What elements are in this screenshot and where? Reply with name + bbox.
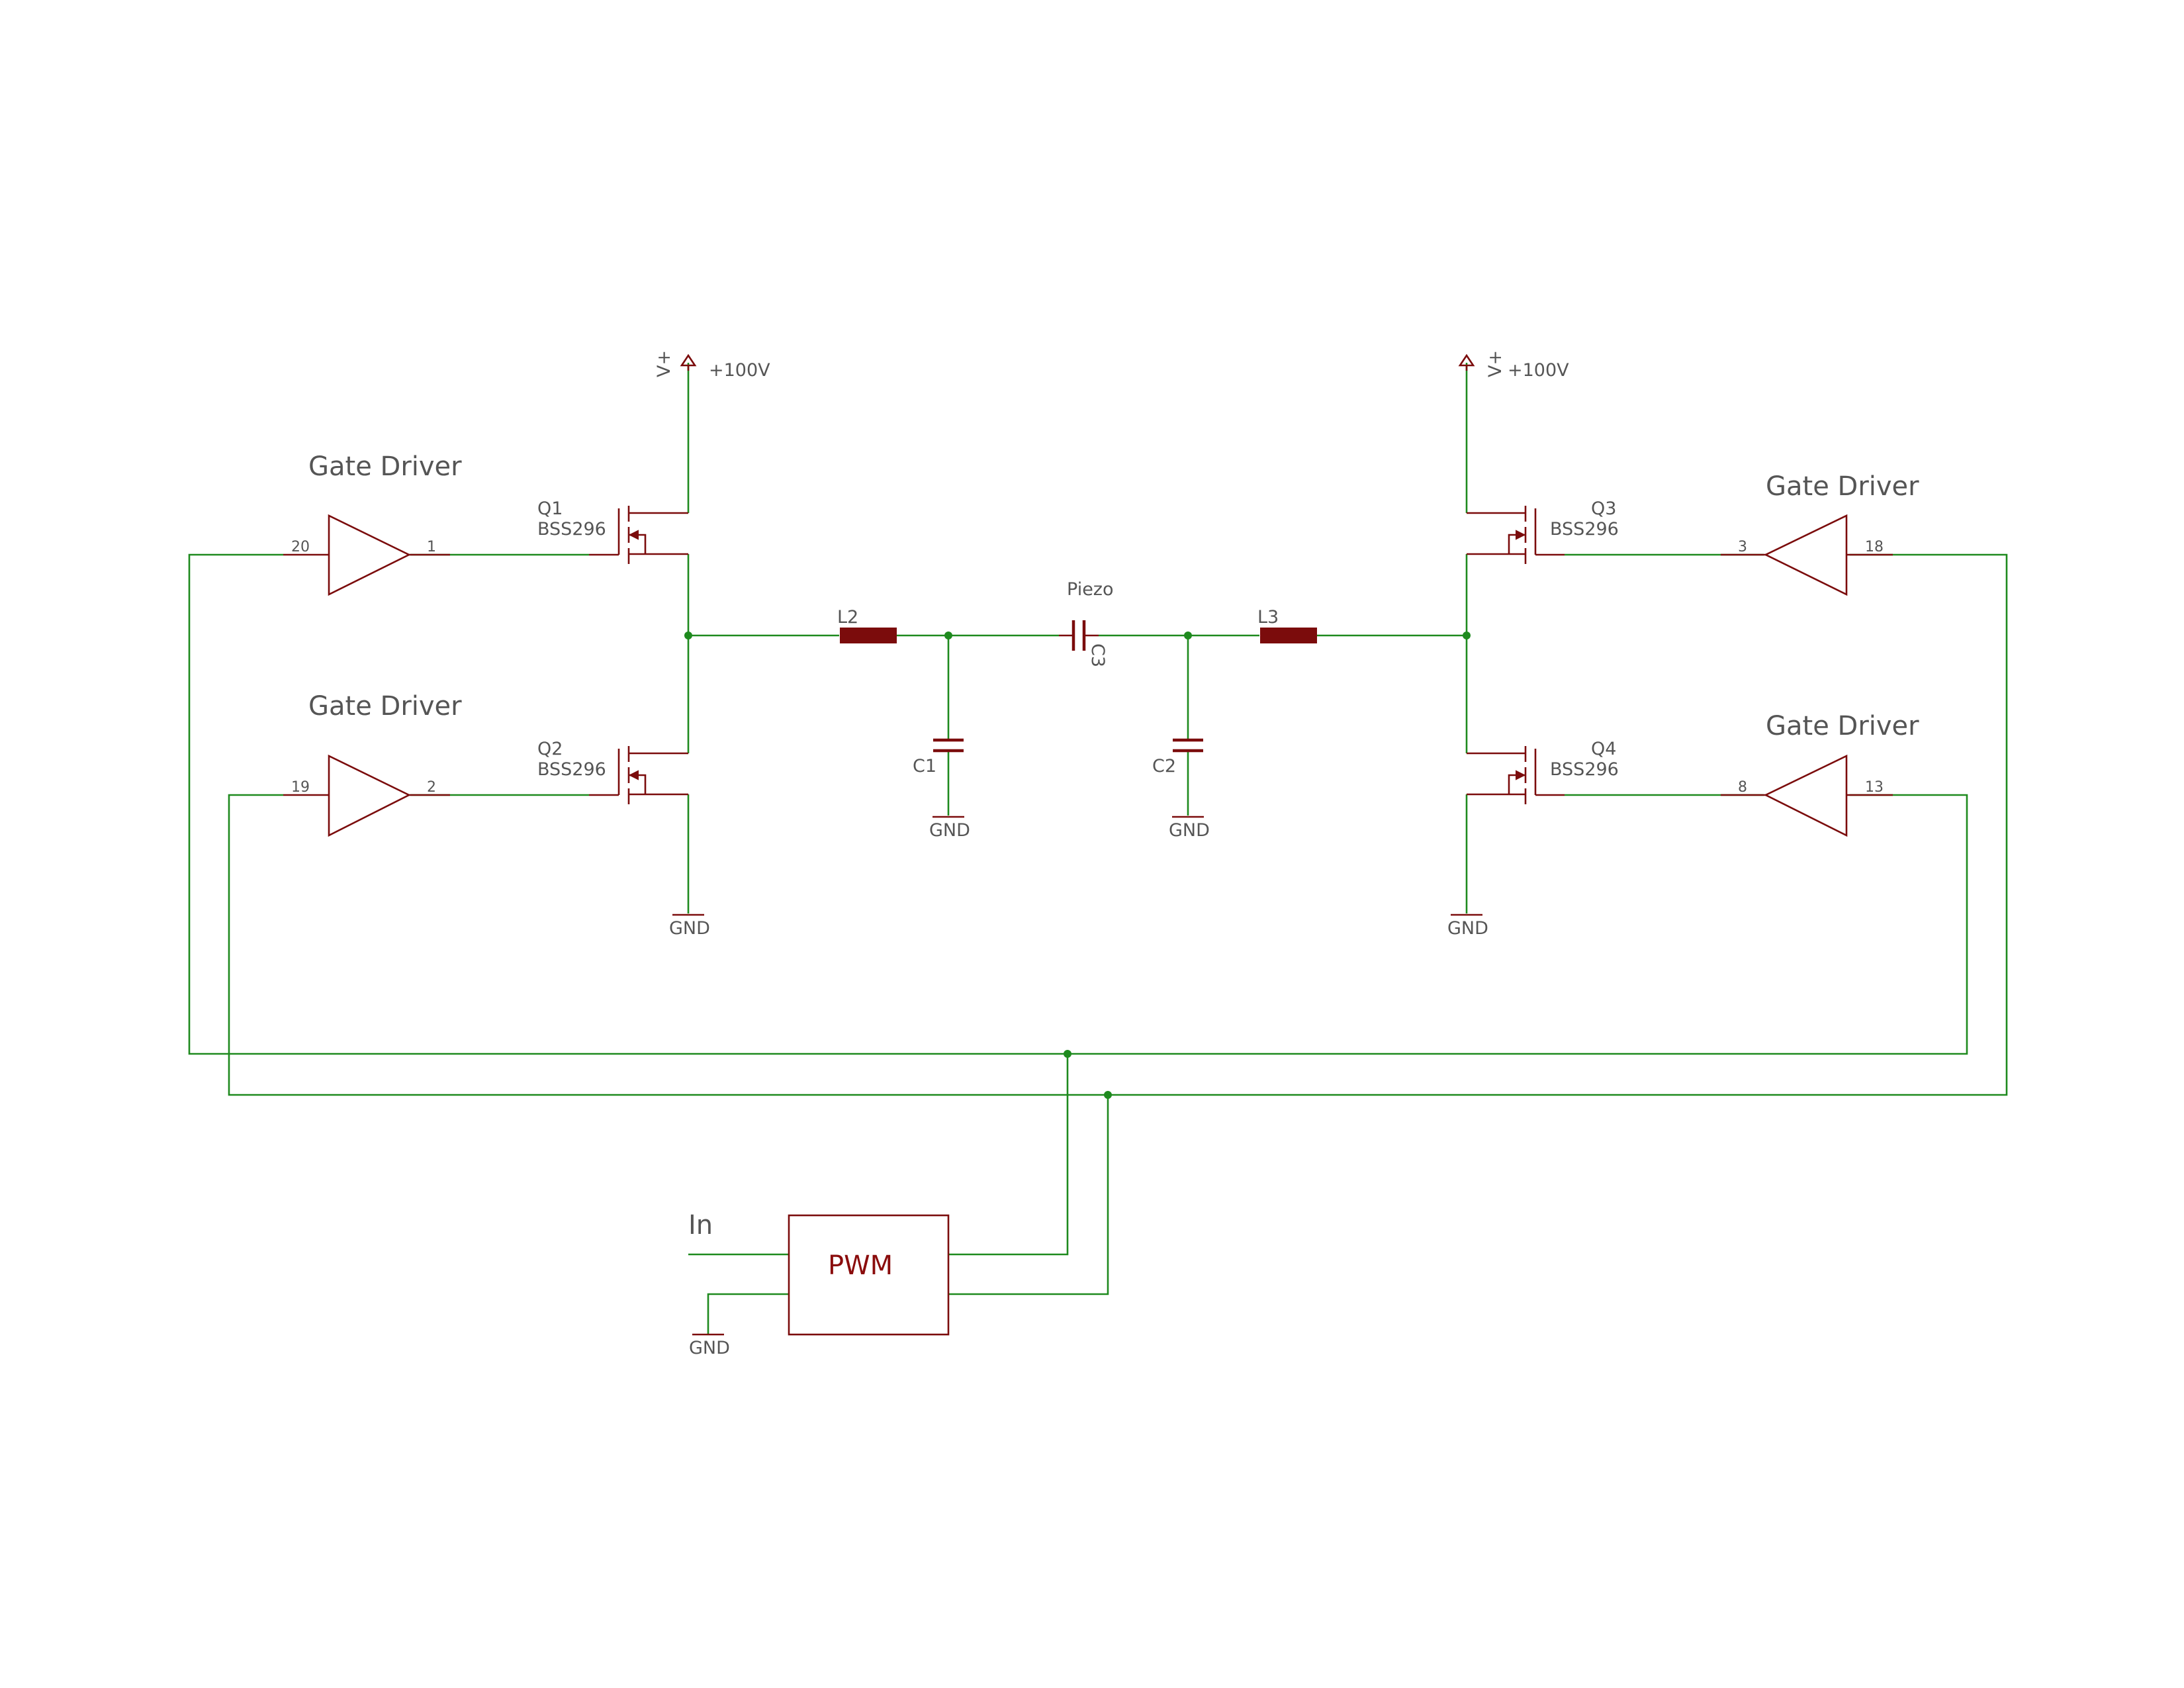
gate-driver-2-pin-out: 2 [427,779,436,796]
inductor-l2-ref: L2 [837,607,858,628]
piezo-label: Piezo [1067,579,1114,600]
buffer-triangle-icon [1764,514,1848,596]
ground-c1-label: GND [929,820,970,841]
capacitor-c2: C2 [1152,738,1203,776]
ground-pwm-label: GND [689,1338,730,1358]
inductor-l3: L3 [1257,607,1317,643]
gate-driver-3-pin-in: 18 [1865,539,1884,555]
ground-q4: GND [1447,914,1488,939]
mosfet-q2-part: BSS296 [537,759,606,780]
mosfet-q2-ref: Q2 [537,739,563,759]
supply-right-name: V+ [1485,350,1506,377]
gate-driver-1: Gate Driver 20 1 [283,451,462,596]
body-arrow-icon [1516,530,1526,540]
gate-driver-2: Gate Driver 19 2 [283,691,462,837]
wire-net-b [228,553,2008,1096]
gate-driver-1-label: Gate Driver [308,451,462,482]
mosfet-q4-ref: Q4 [1591,739,1616,759]
body-arrow-icon [628,770,639,780]
ground-pwm: GND [689,1333,730,1358]
wire-pwm-out1 [948,1054,1069,1256]
gate-driver-2-label: Gate Driver [308,691,462,722]
gate-driver-1-pin-out: 1 [427,539,436,555]
mosfet-q4-part: BSS296 [1550,759,1619,780]
capacitor-c1-ref: C1 [913,756,936,776]
mosfet-q4: Q4 BSS296 [1467,739,1619,804]
gate-driver-4-label: Gate Driver [1766,711,1919,741]
mosfet-q1: Q1 BSS296 [537,498,688,564]
junction-left-node [684,632,692,639]
buffer-triangle-icon [1764,754,1848,837]
wire-pwm-gnd [707,1293,789,1334]
gate-driver-2-pin-in: 19 [291,779,310,796]
ground-c1: GND [929,816,970,841]
mosfet-q1-ref: Q1 [537,498,563,519]
buffer-triangle-icon [328,754,411,837]
mosfet-q3-ref: Q3 [1591,498,1616,519]
pwm-block: PWM In [688,1210,950,1336]
ground-q2: GND [669,914,710,939]
supply-right: V+ +100V [1458,350,1569,381]
inductor-body [1260,628,1317,643]
pwm-input-label: In [688,1210,713,1241]
pwm-label: PWM [828,1250,893,1281]
gate-driver-3-label: Gate Driver [1766,471,1919,502]
ground-q2-label: GND [669,918,710,939]
gate-driver-4-pin-in: 13 [1865,779,1884,796]
junction-right-node [1463,632,1471,639]
gate-driver-1-pin-in: 20 [291,539,310,555]
pwm-box [788,1214,950,1336]
wire-pwm-out2 [948,1095,1109,1295]
body-arrow-icon [628,530,639,540]
mosfet-q2: Q2 BSS296 [537,739,688,804]
mosfet-q1-part: BSS296 [537,519,606,539]
ground-q4-label: GND [1447,918,1488,939]
supply-left-value: +100V [709,360,770,381]
junction-net-a [1064,1050,1071,1058]
supply-left-name: V+ [654,350,674,377]
mosfet-q3-part: BSS296 [1550,519,1619,539]
gate-driver-3-pin-out: 3 [1738,539,1747,555]
capacitor-c3-piezo: C3 Piezo [1059,579,1114,667]
mosfet-q3: Q3 BSS296 [1467,498,1619,564]
junction-c2-node [1184,632,1192,639]
gate-driver-3: Gate Driver 3 18 [1721,471,1919,596]
capacitor-c3-ref: C3 [1087,643,1108,667]
wire-net-a [188,553,1968,1055]
ground-c2: GND [1169,816,1210,841]
junction-c1-node [944,632,952,639]
buffer-triangle-icon [328,514,411,596]
inductor-body [840,628,897,643]
junctions [684,632,1471,1099]
inductor-l3-ref: L3 [1257,607,1279,628]
wires [188,363,2008,1334]
inductor-l2: L2 [837,607,897,643]
supply-left: V+ +100V [654,350,770,381]
ground-c2-label: GND [1169,820,1210,841]
gate-driver-4: Gate Driver 8 13 [1721,711,1919,837]
capacitor-c1: C1 [913,738,964,776]
capacitor-c2-ref: C2 [1152,756,1176,776]
supply-right-value: +100V [1508,360,1569,381]
body-arrow-icon [1516,770,1526,780]
junction-net-b [1104,1091,1112,1099]
gate-driver-4-pin-out: 8 [1738,779,1747,796]
